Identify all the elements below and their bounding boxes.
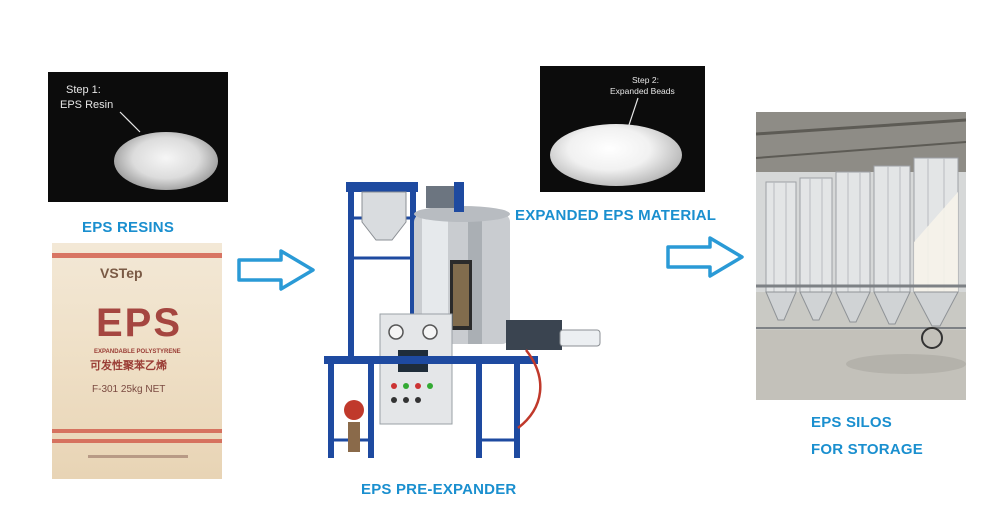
resin-pile xyxy=(114,132,218,190)
label-eps-resins: EPS RESINS xyxy=(82,219,174,236)
bag-grade: F-301 25kg NET xyxy=(92,384,165,395)
flow-arrow-right-2 xyxy=(666,236,744,278)
bag-subtitle: EXPANDABLE POLYSTYRENE xyxy=(94,349,181,355)
expanded-bead-pile xyxy=(550,124,682,186)
label-eps-silos: EPS SILOS xyxy=(811,414,892,431)
bag-brand: VSTep xyxy=(100,265,143,281)
bag-title: EPS xyxy=(96,301,182,346)
flow-arrow-right-1 xyxy=(237,249,315,291)
bag-chinese: 可发性聚苯乙烯 xyxy=(90,357,167,373)
label-for-storage: FOR STORAGE xyxy=(811,441,923,458)
expanded-beads-photo: Step 2: Expanded Beads xyxy=(540,66,705,192)
eps-bag-photo: VSTep EPS EXPANDABLE POLYSTYRENE 可发性聚苯乙烯… xyxy=(52,243,222,479)
label-eps-pre-expander: EPS PRE-EXPANDER xyxy=(361,481,516,498)
label-expanded-eps-material: EXPANDED EPS MATERIAL xyxy=(515,207,716,224)
eps-resin-photo: Step 1: EPS Resin xyxy=(48,72,228,202)
eps-silos-photo xyxy=(756,112,966,400)
